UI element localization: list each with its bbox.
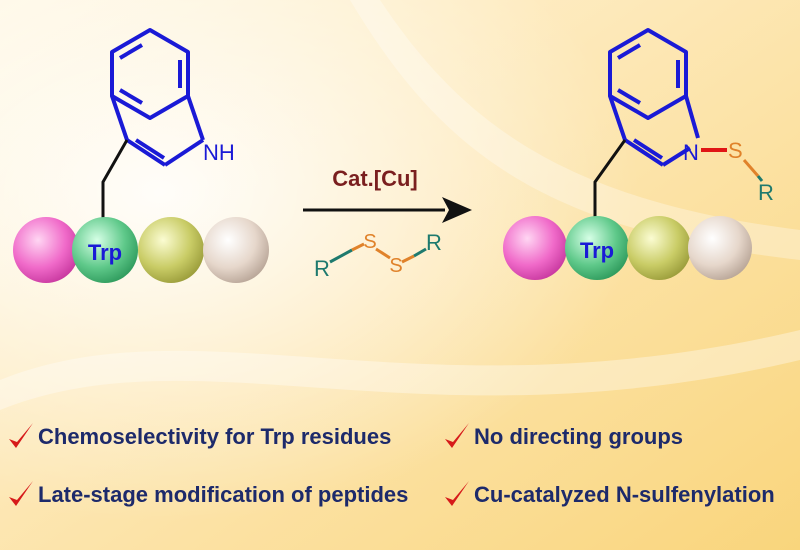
feature-item-late-stage: Late-stage modification of peptides xyxy=(6,478,408,512)
product-bead-pink xyxy=(503,216,567,280)
feature-item-cu-catalyzed: Cu-catalyzed N-sulfenylation xyxy=(442,478,775,512)
feature-text: No directing groups xyxy=(474,424,683,449)
disulfide-s1: S xyxy=(363,231,376,253)
catalyst-label: Cat.[Cu] xyxy=(332,166,418,191)
ch2-linker-start xyxy=(101,139,129,225)
product-peptide: N S R Trp xyxy=(503,28,774,280)
product-trp-label: Trp xyxy=(580,238,614,263)
checkmark-icon xyxy=(9,481,33,506)
bead-pink xyxy=(13,217,79,283)
product-r-label: R xyxy=(758,180,774,205)
product-bead-beige xyxy=(688,216,752,280)
disulfide-reagent: R S S R xyxy=(314,230,442,281)
product-bead-olive xyxy=(627,216,691,280)
checkmark-icon xyxy=(445,423,469,448)
trp-label: Trp xyxy=(88,240,122,265)
s-r-bond-tail xyxy=(756,175,764,182)
checkmark-icon xyxy=(445,481,469,506)
feature-text: Cu-catalyzed N-sulfenylation xyxy=(474,482,775,507)
feature-text: Chemoselectivity for Trp residues xyxy=(38,424,392,449)
indole-ring-start xyxy=(110,28,205,167)
reaction-arrow-head xyxy=(442,197,472,223)
product-s-label: S xyxy=(728,138,743,163)
indole-ring-product xyxy=(608,28,700,167)
reaction-scheme: NH Trp Cat.[Cu] R S S R xyxy=(13,28,774,283)
disulfide-r1: R xyxy=(314,256,330,281)
feature-item-chemoselectivity: Chemoselectivity for Trp residues xyxy=(6,420,391,454)
ch2-linker-product xyxy=(593,139,627,225)
disulfide-r2: R xyxy=(426,230,442,255)
feature-text: Late-stage modification of peptides xyxy=(38,482,409,507)
product-n-label: N xyxy=(683,140,699,165)
starting-peptide: NH Trp xyxy=(13,28,269,283)
bead-olive xyxy=(138,217,204,283)
checkmark-icon xyxy=(9,423,33,448)
nh-label: NH xyxy=(203,140,235,165)
reaction-conditions: Cat.[Cu] R S S R xyxy=(303,166,472,281)
disulfide-s2: S xyxy=(389,255,402,277)
bead-trp xyxy=(72,217,138,283)
product-bead-trp xyxy=(565,216,629,280)
feature-item-no-directing-groups: No directing groups xyxy=(442,420,683,454)
s-r-bond xyxy=(742,159,760,177)
bead-beige xyxy=(203,217,269,283)
